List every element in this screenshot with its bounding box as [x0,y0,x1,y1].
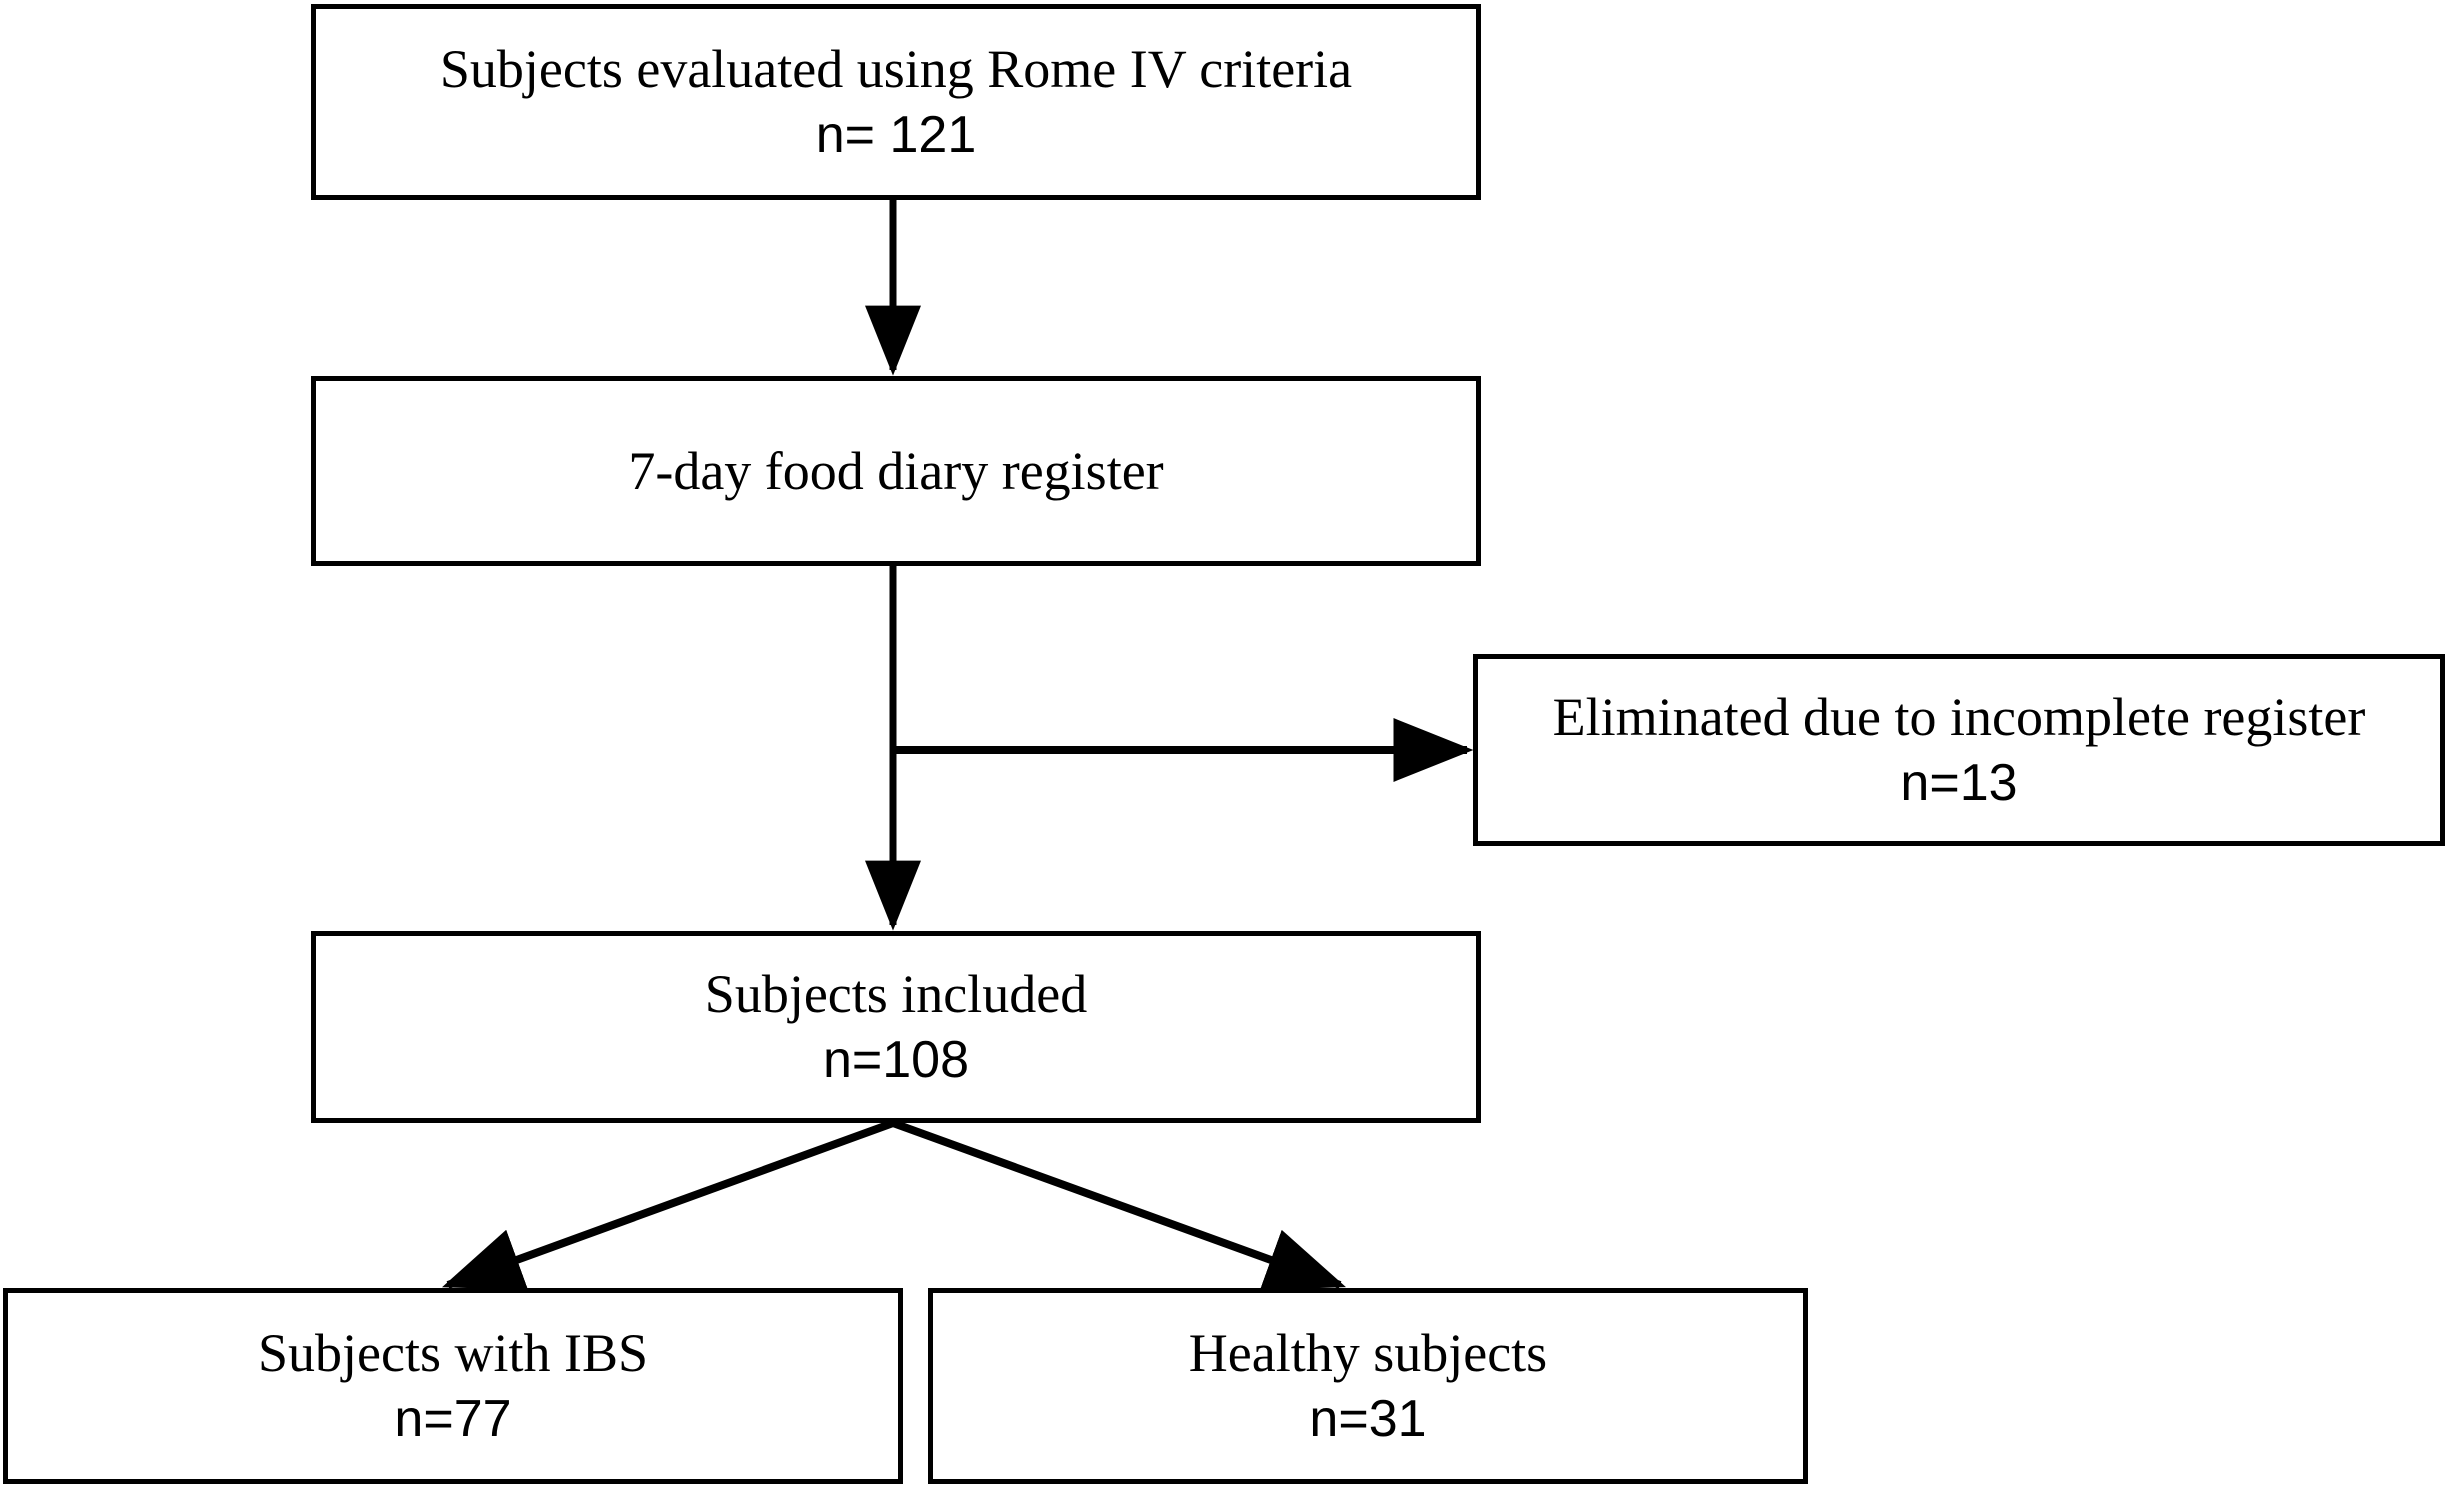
node-food-diary-title: 7-day food diary register [628,440,1164,501]
node-subjects-ibs: Subjects with IBS n=77 [3,1288,903,1484]
node-subjects-ibs-title: Subjects with IBS [257,1323,649,1384]
node-subjects-included-count: n=108 [822,1031,970,1090]
node-food-diary: 7-day food diary register [311,376,1481,566]
node-eliminated-title: Eliminated due to incomplete register [1552,687,2366,748]
node-healthy-subjects-count: n=31 [1309,1390,1427,1449]
node-subjects-evaluated: Subjects evaluated using Rome IV criteri… [311,4,1481,200]
node-eliminated-count: n=13 [1900,754,2018,813]
node-subjects-ibs-count: n=77 [394,1390,512,1449]
connector-included-to-healthy [891,1119,1347,1291]
node-subjects-included-title: Subjects included [704,964,1088,1025]
node-healthy-subjects: Healthy subjects n=31 [928,1288,1808,1484]
connector-included-to-ibs [441,1119,895,1290]
node-healthy-subjects-title: Healthy subjects [1188,1323,1548,1384]
node-subjects-evaluated-count: n= 121 [815,106,977,165]
node-subjects-evaluated-title: Subjects evaluated using Rome IV criteri… [439,39,1353,100]
node-subjects-included: Subjects included n=108 [311,931,1481,1123]
node-eliminated: Eliminated due to incomplete register n=… [1473,654,2445,846]
